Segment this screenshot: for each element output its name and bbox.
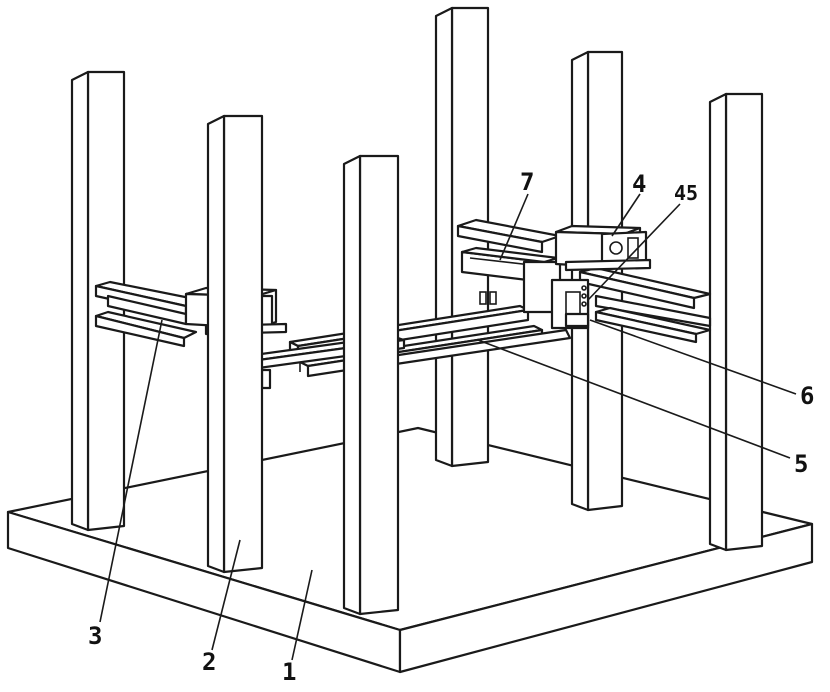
label-side-beam: 3 (88, 622, 102, 650)
label-base: 1 (282, 658, 296, 686)
cross-rail (290, 306, 570, 376)
column-front-center (344, 156, 398, 614)
base-plate (8, 428, 812, 672)
column-front-right (710, 94, 762, 550)
label-cross-frame: 7 (520, 168, 534, 196)
label-connector: 6 (800, 382, 814, 410)
label-rail: 5 (794, 450, 808, 478)
slider-block (556, 226, 650, 270)
label-slider: 4 (632, 170, 646, 198)
column-front-left (208, 116, 262, 572)
label-clamp: 45 (674, 181, 698, 205)
clamp-assembly (552, 280, 588, 328)
label-column: 2 (202, 648, 216, 676)
